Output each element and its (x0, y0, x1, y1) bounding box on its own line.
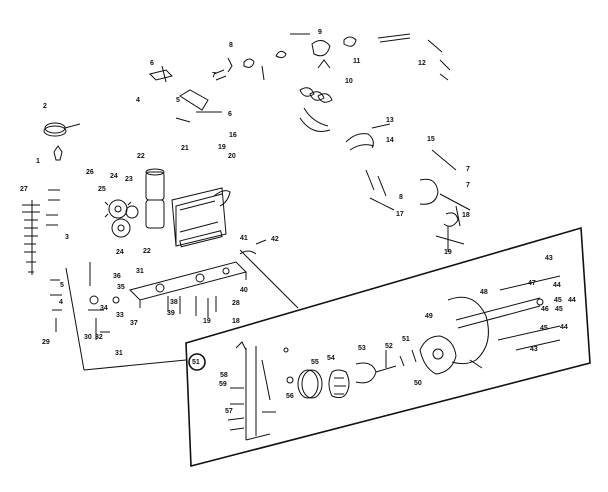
callout-line-diagonal (239, 249, 299, 309)
label-45-b: 45 (555, 306, 563, 313)
label-41: 41 (240, 235, 248, 242)
label-43: 43 (545, 255, 553, 262)
part-group-base-rail (129, 239, 267, 318)
label-6-top: 6 (150, 60, 154, 67)
label-31: 31 (136, 268, 144, 275)
label-22-lower: 22 (143, 248, 151, 255)
label-30: 30 (84, 334, 92, 341)
label-37: 37 (130, 320, 138, 327)
label-46: 46 (541, 306, 549, 313)
label-16: 16 (229, 132, 237, 139)
label-50: 50 (414, 380, 422, 387)
label-26: 26 (86, 169, 94, 176)
label-5: 5 (60, 282, 64, 289)
part-group-gears (104, 199, 139, 238)
label-19: 19 (203, 318, 211, 325)
inset-panel (185, 226, 591, 468)
label-4-top: 4 (136, 97, 140, 104)
label-20: 20 (228, 153, 236, 160)
label-47: 47 (528, 280, 536, 287)
part-group-left-small (88, 262, 120, 340)
label-1: 1 (36, 158, 40, 165)
label-31-lower: 31 (115, 350, 123, 357)
label-22: 22 (137, 153, 145, 160)
label-2: 2 (43, 103, 47, 110)
label-49: 49 (425, 313, 433, 320)
label-15: 15 (427, 136, 435, 143)
part-group-inset-motor (385, 275, 561, 375)
label-21: 21 (181, 145, 189, 152)
part-group-inset-rotor (283, 347, 397, 399)
label-8: 8 (229, 42, 233, 49)
label-48: 48 (480, 289, 488, 296)
label-44-b: 44 (568, 297, 576, 304)
part-group-screws-left (46, 189, 62, 332)
part-group-coil-spring (299, 87, 333, 132)
label-55: 55 (311, 359, 319, 366)
label-34: 34 (100, 305, 108, 312)
label-33: 33 (116, 312, 124, 319)
part-group-cap (43, 122, 81, 161)
label-17-right: 17 (396, 211, 404, 218)
label-14: 14 (386, 137, 394, 144)
label-57: 57 (225, 408, 233, 415)
label-52: 52 (385, 343, 393, 350)
label-7-right-2: 7 (466, 182, 470, 189)
label-7: 7 (212, 72, 216, 79)
label-43-b: 43 (530, 346, 538, 353)
label-58: 58 (220, 372, 228, 379)
callout-line-left (65, 267, 85, 371)
label-44-c: 44 (560, 324, 568, 331)
part-group-top (149, 33, 451, 123)
label-23: 23 (125, 176, 133, 183)
label-4: 4 (59, 299, 63, 306)
label-56: 56 (286, 393, 294, 400)
label-45-a: 45 (554, 297, 562, 304)
label-9: 9 (318, 29, 322, 36)
label-44: 44 (553, 282, 561, 289)
label-11: 11 (353, 58, 361, 65)
part-group-spring-stack-left (22, 200, 40, 275)
label-10: 10 (345, 78, 353, 85)
label-12: 12 (418, 60, 426, 67)
label-39: 39 (167, 310, 175, 317)
label-7-right: 7 (466, 166, 470, 173)
label-51-callout: 51 (192, 359, 200, 366)
label-3: 3 (65, 234, 69, 241)
label-18: 18 (232, 318, 240, 325)
label-35: 35 (117, 284, 125, 291)
label-18-right: 18 (462, 212, 470, 219)
label-45-c: 45 (540, 325, 548, 332)
label-32: 32 (95, 334, 103, 341)
callout-circle-51 (188, 353, 206, 371)
label-51: 51 (402, 336, 410, 343)
label-29: 29 (42, 339, 50, 346)
label-6: 6 (228, 111, 232, 118)
label-53: 53 (358, 345, 366, 352)
label-25: 25 (98, 186, 106, 193)
label-54: 54 (327, 355, 335, 362)
label-24: 24 (110, 173, 118, 180)
label-40: 40 (240, 287, 248, 294)
label-8-right: 8 (399, 194, 403, 201)
label-13: 13 (386, 117, 394, 124)
label-42: 42 (271, 236, 279, 243)
label-5-top: 5 (176, 97, 180, 104)
label-24-lower: 24 (116, 249, 124, 256)
label-59: 59 (219, 381, 227, 388)
callout-line-main (83, 359, 187, 371)
label-28: 28 (232, 300, 240, 307)
part-group-inset-bracket (227, 341, 276, 441)
label-36: 36 (113, 273, 121, 280)
label-19-right: 19 (444, 249, 452, 256)
part-group-right-mid (345, 123, 471, 252)
label-38: 38 (170, 299, 178, 306)
label-27: 27 (20, 186, 28, 193)
label-19: 19 (218, 144, 226, 151)
part-group-main-housing (145, 168, 231, 248)
